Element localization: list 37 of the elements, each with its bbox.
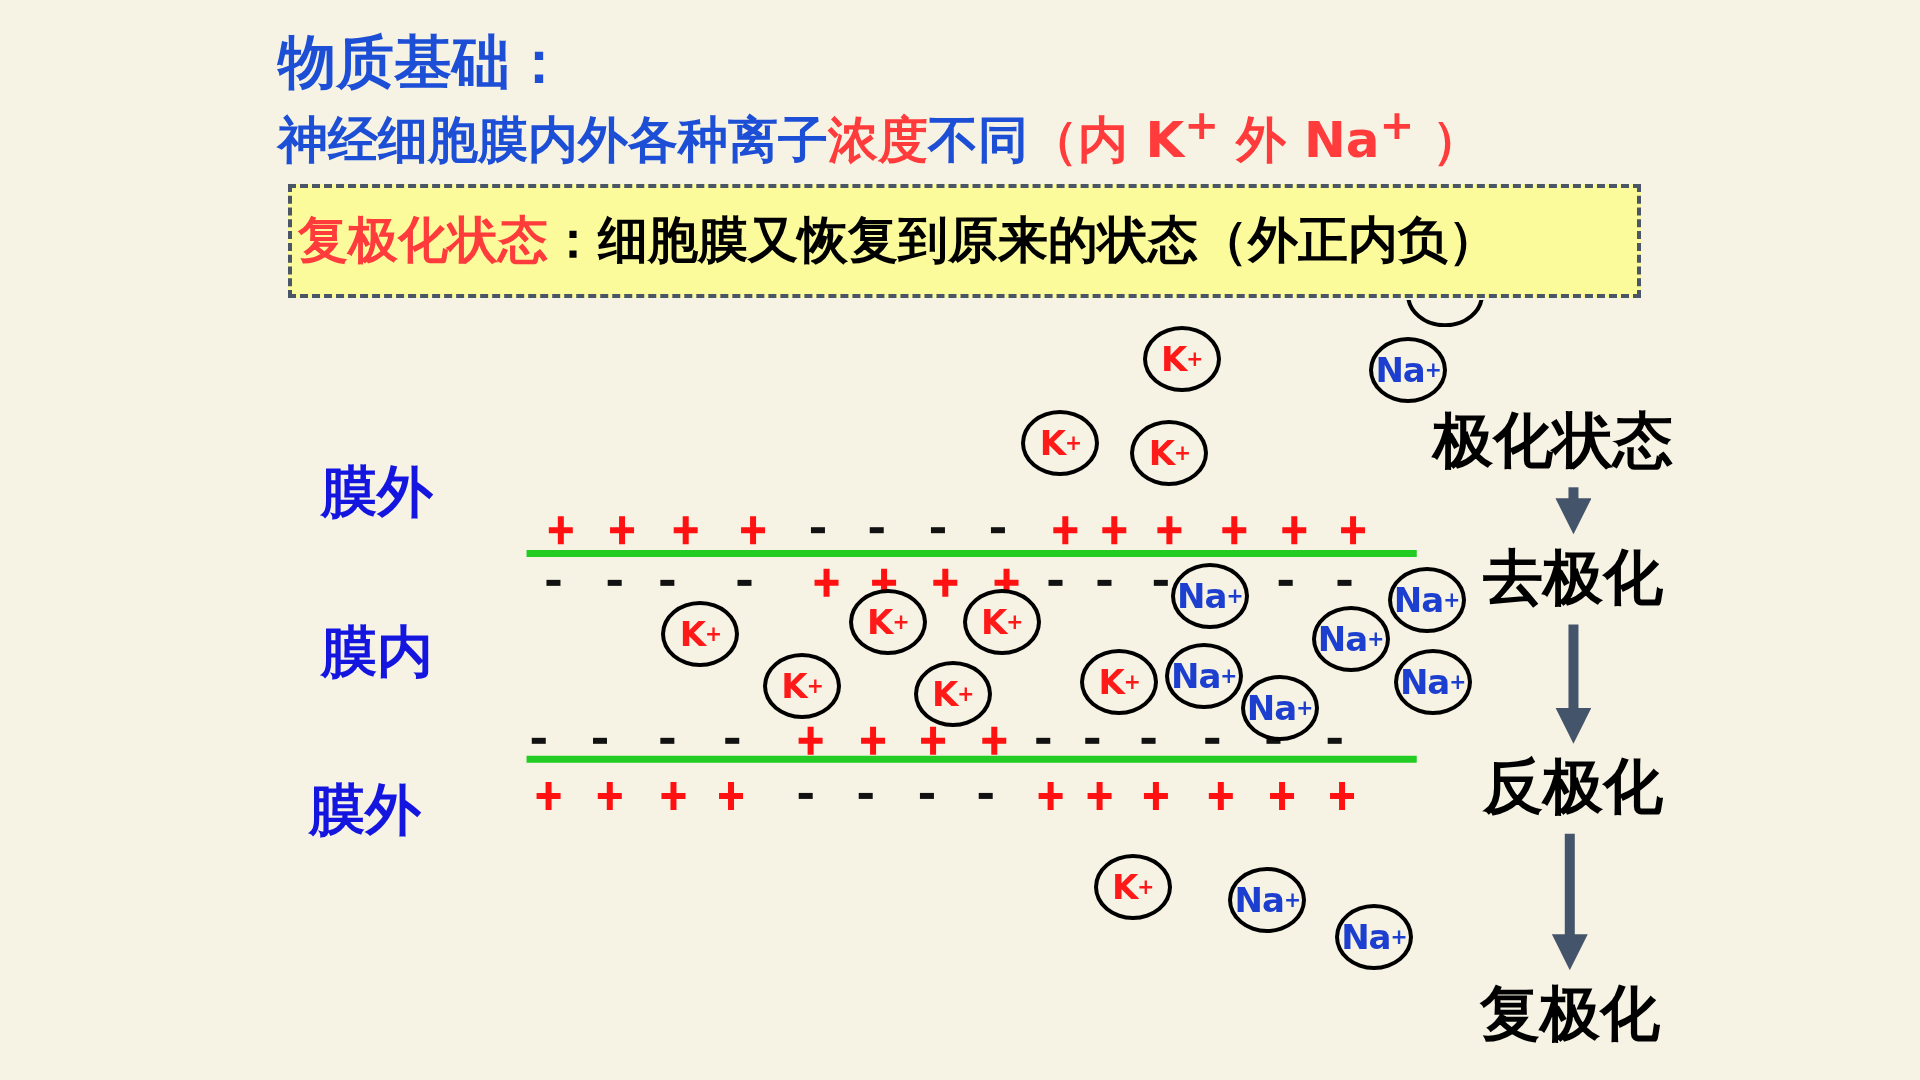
definition-box <box>287 183 1641 298</box>
stage-label: 反极化 <box>1483 746 1664 828</box>
ion-circle: K$^{+}$ <box>1130 420 1209 487</box>
title: 物质基础： <box>278 27 568 98</box>
ion-circle: Na$^{+}$ <box>1369 336 1448 403</box>
stage-label: 去极化 <box>1483 537 1664 619</box>
ion-circle: K$^{+}$ <box>763 652 842 719</box>
subtitle-text: （内 K$^{+}$ 外 Na$^{+}$ ） <box>1028 100 1482 171</box>
side-label: 膜外 <box>308 775 421 844</box>
ion-circle: Na$^{+}$ <box>1164 642 1243 709</box>
ion-circle: Na$^{+}$ <box>1393 649 1472 716</box>
subtitle-text: 不同 <box>928 109 1028 171</box>
heading-text: 复极化状态 <box>297 210 548 272</box>
ion-circle: K$^{+}$ <box>661 601 740 668</box>
side-label: 膜内 <box>321 617 434 686</box>
ion-circle: Na$^{+}$ <box>1228 867 1307 933</box>
ion-circle: Na$^{+}$ <box>1387 567 1466 633</box>
ion-circle: Na$^{+}$ <box>1170 563 1249 630</box>
ion-circle: K$^{+}$ <box>1021 410 1100 477</box>
ion-circle: K$^{+}$ <box>1093 853 1172 920</box>
arrow <box>1555 487 1592 535</box>
subtitle-text: 浓度 <box>828 109 928 171</box>
ion-circle: K$^{+}$ <box>1080 649 1159 716</box>
ion-circle: Na$^{+}$ <box>1240 674 1319 741</box>
arrow <box>1555 624 1592 744</box>
stage-label: 复极化 <box>1479 973 1660 1055</box>
side-label: 膜外 <box>321 458 434 527</box>
arrow <box>1551 833 1588 971</box>
subtitle-text: 神经细胞膜内外各种离子 <box>278 109 828 171</box>
ion-circle: K$^{+}$ <box>962 589 1041 656</box>
ion-circle: K$^{+}$ <box>848 589 927 656</box>
definition-text: ：细胞膜又恢复到原来的状态（外正内负） <box>547 210 1498 272</box>
stage-label: 极化状态 <box>1432 400 1673 482</box>
ion-circle: K$^{+}$ <box>913 661 992 728</box>
ion-circle: Na$^{+}$ <box>1311 606 1390 673</box>
ion-circle: Na$^{+}$ <box>1334 903 1413 970</box>
ion-circle: K$^{+}$ <box>1142 325 1221 392</box>
